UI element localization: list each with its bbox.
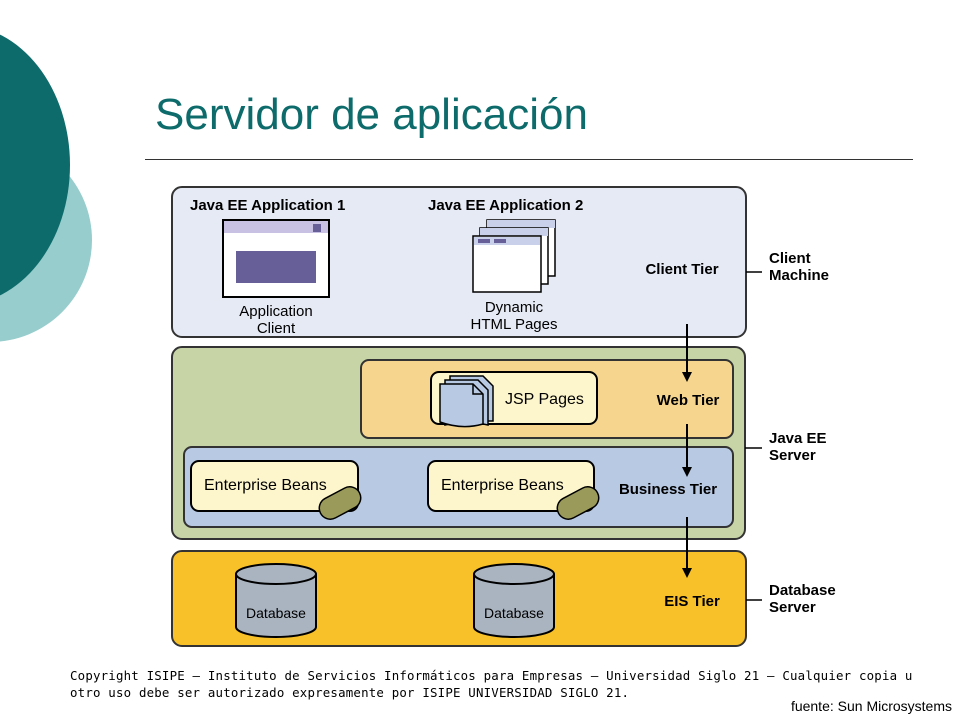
database-server-label-1: Database <box>769 582 836 599</box>
application-client-label-2: Client <box>257 320 296 337</box>
application-client-label-1: Application <box>239 303 312 320</box>
app2-title: Java EE Application 2 <box>428 197 583 214</box>
database-icon-1 <box>235 563 317 638</box>
enterprise-beans-label-1: Enterprise Beans <box>204 477 327 494</box>
eis-tier-label: EIS Tier <box>664 593 720 610</box>
enterprise-beans-label-2: Enterprise Beans <box>441 477 564 494</box>
application-client-window-icon <box>222 219 330 298</box>
dynamic-html-label-2: HTML Pages <box>471 316 558 333</box>
bean-icon-2 <box>556 486 600 520</box>
java-ee-server-box: JSP Pages Web Tier Enterprise Beans Ente… <box>171 346 746 540</box>
client-machine-label-2: Machine <box>769 267 829 284</box>
database-server-label-2: Server <box>769 599 816 616</box>
business-tier-box: Enterprise Beans Enterprise Beans Busine… <box>183 446 734 528</box>
tier-brackets <box>745 271 762 601</box>
web-tier-label: Web Tier <box>657 392 720 409</box>
database-label-1: Database <box>246 605 306 621</box>
database-icon-2 <box>473 563 555 638</box>
decorative-circles <box>0 34 92 342</box>
business-tier-label: Business Tier <box>619 481 717 498</box>
java-ee-server-label-2: Server <box>769 447 816 464</box>
client-tier-box: Java EE Application 1 Java EE Applicatio… <box>171 186 747 338</box>
dark-teal-circle <box>0 34 70 296</box>
eis-tier-box: Database Database EIS Tier <box>171 550 747 647</box>
title-divider <box>145 159 913 160</box>
source-credit: fuente: Sun Microsystems <box>790 698 952 714</box>
client-machine-label-1: Client <box>769 250 811 267</box>
client-tier-label: Client Tier <box>645 261 718 278</box>
bean-icon-1 <box>318 486 362 520</box>
dynamic-html-label-1: Dynamic <box>485 299 544 316</box>
dynamic-html-pages-icon <box>472 219 556 293</box>
jsp-pages-label: JSP Pages <box>505 391 584 408</box>
app1-title: Java EE Application 1 <box>190 197 345 214</box>
java-ee-server-label-1: Java EE <box>769 430 827 447</box>
database-label-2: Database <box>484 605 544 621</box>
java-ee-architecture-diagram: Java EE Application 1 Java EE Applicatio… <box>171 186 836 647</box>
jsp-pages-icon <box>439 375 494 428</box>
slide-title: Servidor de aplicación <box>155 90 588 139</box>
web-tier-box: JSP Pages Web Tier <box>360 359 734 439</box>
copyright-notice: Copyright ISIPE – Instituto de Servicios… <box>70 668 913 700</box>
